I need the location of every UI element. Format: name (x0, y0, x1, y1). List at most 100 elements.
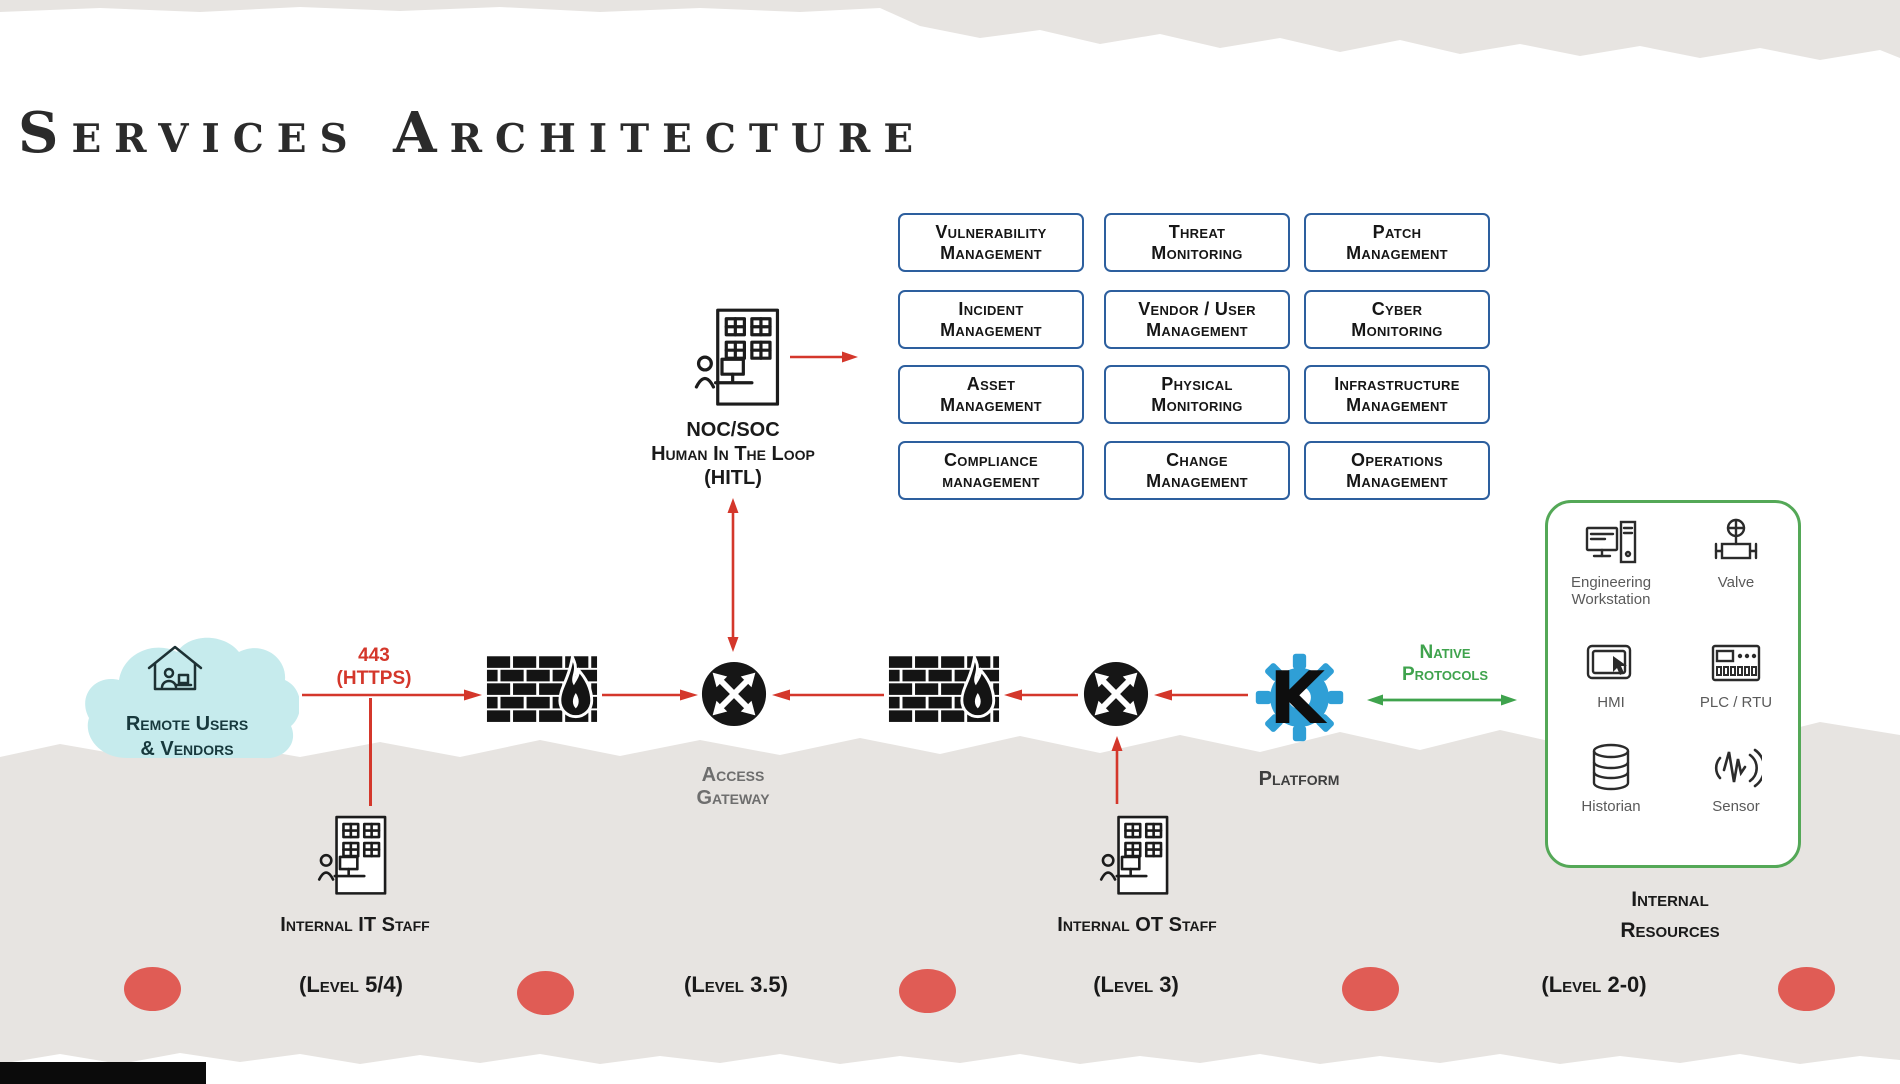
flame-icon (558, 656, 594, 718)
internal-resources-title: Internal Resources (1570, 884, 1770, 946)
valve-icon (1714, 518, 1758, 560)
line-to-it-staff (369, 698, 372, 806)
noc-label: NOC/SOC Human In The Loop (HITL) (567, 418, 899, 490)
gateway-label-line2: Gateway (696, 787, 770, 809)
resource-historian: Historian (1553, 742, 1669, 815)
arrow-ot-staff-to-router2 (1111, 736, 1123, 804)
service-line: Management (940, 319, 1042, 340)
plc-icon (1711, 644, 1761, 682)
noc-label-line2: Human In The Loop (651, 443, 815, 465)
red-dot-marker (1342, 967, 1399, 1011)
cloud-icon (85, 637, 299, 759)
platform-gear-logo-icon: K (1255, 653, 1344, 742)
port-443-text: 443 (358, 645, 390, 666)
service-line: Threat (1168, 222, 1226, 243)
it-staff-building-icon (317, 815, 387, 895)
torn-paper-bottom-strip (0, 1053, 1900, 1084)
service-line: Physical (1161, 374, 1233, 395)
resource-label: Engineering Workstation (1570, 574, 1652, 608)
platform-label: Platform (1258, 768, 1340, 790)
service-line: Infrastructure (1334, 374, 1460, 395)
internal-resources-title-line2: Resources (1620, 919, 1720, 942)
arrow-platform-to-router2 (1154, 689, 1248, 701)
cloud-label-line2: & Vendors (140, 738, 234, 760)
access-gateway-label: Access Gateway (633, 764, 833, 810)
router-icon-2 (1083, 661, 1149, 727)
arrow-firewall2-to-gateway (772, 689, 884, 701)
sensor-icon (1714, 748, 1762, 788)
ot-staff-building-icon (1099, 815, 1169, 895)
firewall-icon-2 (888, 656, 1000, 722)
service-line: Patch (1372, 222, 1422, 243)
level-2-0-label: (Level 2-0) (1541, 972, 1647, 997)
resource-hmi: HMI (1553, 638, 1669, 711)
resource-sensor: Sensor (1678, 742, 1794, 815)
red-dot-marker (124, 967, 181, 1011)
level-5-4-label: (Level 5/4) (299, 972, 403, 997)
service-line: Asset (966, 374, 1016, 395)
https-text: (HTTPS) (336, 668, 412, 689)
flame-icon (960, 656, 996, 718)
red-dot-marker (899, 969, 956, 1013)
service-line: Management (1346, 242, 1448, 263)
gateway-label-line1: Access (701, 764, 765, 786)
router-icon-access-gateway (701, 661, 767, 727)
service-line: Incident (958, 299, 1024, 320)
page-title: Services Architecture (18, 99, 927, 166)
arrow-noc-gateway (727, 498, 739, 652)
bottom-black-bar (0, 1062, 206, 1084)
level-3-5-label: (Level 3.5) (684, 972, 788, 997)
service-line: Monitoring (1151, 394, 1243, 415)
internal-resources-title-line1: Internal (1631, 888, 1709, 911)
arrow-cloud-to-firewall1 (302, 689, 482, 701)
service-line: Monitoring (1351, 319, 1443, 340)
noc-building-icon (694, 308, 780, 406)
platform-logo-letter: K (1269, 657, 1328, 741)
it-staff-label: Internal IT Staff (280, 914, 430, 936)
service-line: Management (1346, 394, 1448, 415)
service-line: Management (1146, 470, 1248, 491)
resource-plc-rtu: PLC / RTU (1678, 638, 1794, 711)
firewall-icon-1 (486, 656, 598, 722)
resource-label: PLC / RTU (1699, 694, 1773, 711)
cloud-label-line1: Remote Users (125, 713, 249, 735)
workstation-icon (1585, 520, 1637, 564)
service-line: Compliance (944, 450, 1038, 471)
service-line: management (942, 470, 1040, 491)
service-line: Management (940, 242, 1042, 263)
arrow-native-protocols (1367, 694, 1517, 706)
arrow-router2-to-firewall2 (1004, 689, 1078, 701)
house-user-icon (147, 645, 203, 691)
internal-resources-box (1545, 500, 1801, 868)
service-line: Management (940, 394, 1042, 415)
noc-label-line1: NOC/SOC (686, 419, 780, 441)
service-line: Operations (1351, 450, 1443, 471)
native-protocols-line1: Native (1419, 642, 1471, 663)
arrow-firewall1-to-gateway (602, 689, 698, 701)
service-line: Management (1346, 470, 1448, 491)
ot-staff-label: Internal OT Staff (1057, 914, 1217, 936)
red-dot-marker (1778, 967, 1835, 1011)
hmi-icon (1586, 644, 1632, 680)
resource-engineering-workstation: Engineering Workstation (1553, 518, 1669, 608)
level-3-label: (Level 3) (1093, 972, 1179, 997)
red-dot-marker (517, 971, 574, 1015)
service-line: Monitoring (1151, 242, 1243, 263)
resource-valve: Valve (1678, 518, 1794, 591)
service-line: Vendor / User (1138, 299, 1256, 320)
historian-icon (1592, 743, 1630, 791)
arrow-noc-to-services (790, 351, 858, 363)
service-line: Change (1166, 450, 1228, 471)
